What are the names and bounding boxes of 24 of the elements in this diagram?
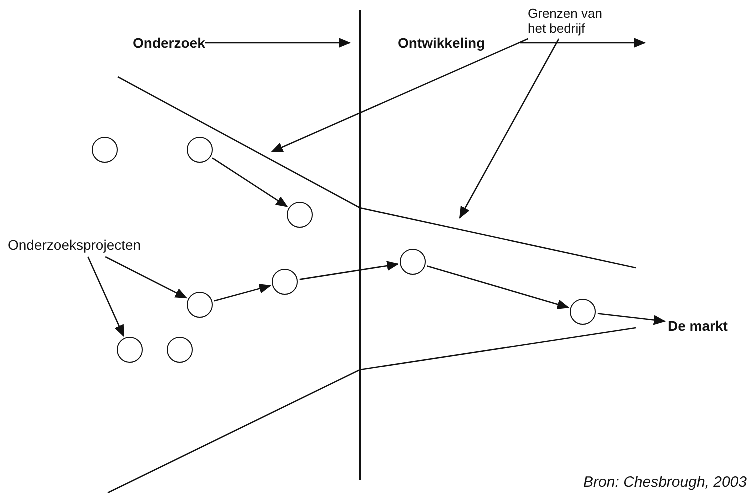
project-circle <box>272 269 298 295</box>
arrow <box>427 266 570 310</box>
project-circle <box>92 137 118 163</box>
arrow <box>212 158 288 208</box>
section-label: Ontwikkeling <box>398 35 486 52</box>
project-circle <box>187 292 213 318</box>
node-label: Grenzen van het bedrijf <box>528 6 611 36</box>
project-circle <box>400 249 426 275</box>
project-circle <box>117 337 143 363</box>
node-label: Onderzoeksprojecten <box>8 237 159 254</box>
arrow <box>105 256 188 299</box>
project-circle <box>167 337 193 363</box>
arrow <box>214 284 272 302</box>
project-circle <box>287 202 313 228</box>
project-circle <box>187 137 213 163</box>
node-label: De markt <box>668 318 749 335</box>
arrow <box>598 313 666 326</box>
arrow <box>88 256 124 338</box>
leader-line <box>459 38 560 219</box>
leader-line <box>271 38 528 153</box>
arrow <box>300 261 400 280</box>
section-label: Onderzoek <box>133 35 206 52</box>
source-caption: Bron: Chesbrough, 2003 <box>584 474 747 491</box>
project-circle <box>570 299 596 325</box>
